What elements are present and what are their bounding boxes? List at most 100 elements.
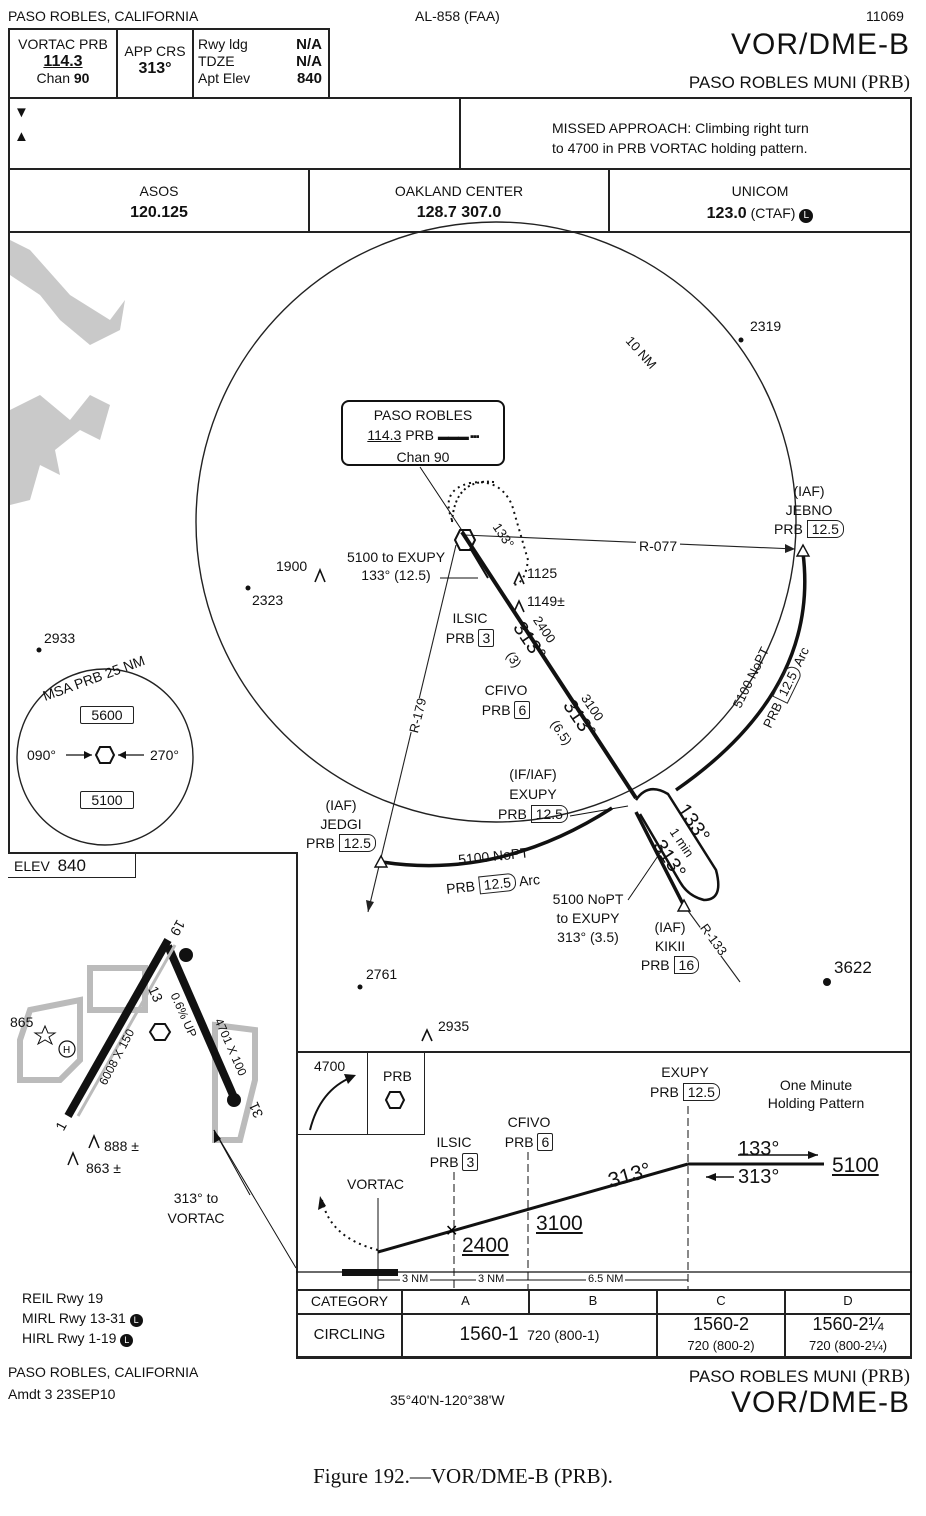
obstacle-2761: 2761	[366, 966, 398, 982]
obstacle-2323: 2323	[252, 592, 284, 608]
elev-value: 840	[57, 856, 86, 875]
procedure-title: VOR/DME-B	[730, 28, 910, 61]
profile-alt-2400: 2400	[462, 1234, 509, 1257]
comm-oakland-freq: 128.7 307.0	[416, 204, 502, 221]
footer-title: VOR/DME-B	[730, 1386, 910, 1419]
plan-to-airport-leader	[213, 1129, 297, 1269]
kikii-note-line2: to EXUPY	[556, 910, 620, 926]
airport-name-text: PASO ROBLES MUNI	[688, 73, 857, 92]
exupy-leader	[569, 805, 629, 817]
cfivo-dme: 6	[514, 701, 531, 719]
footer-airport-name: PASO ROBLES MUNI	[688, 1367, 857, 1386]
footer-amdt: Amdt 3 23SEP10	[8, 1386, 116, 1402]
minima-d-sub: 720 (800-2¼)	[808, 1338, 888, 1353]
comm-oakland: OAKLAND CENTER 128.7 307.0	[310, 180, 608, 224]
vortac-info-id: PRB	[405, 427, 435, 443]
app-crs: 313°	[138, 60, 172, 77]
exupy-name: EXUPY	[509, 786, 557, 802]
jedgi-role: (IAF)	[325, 797, 357, 813]
minima-circling-label: CIRCLING	[313, 1326, 386, 1343]
tdze: N/A	[296, 53, 322, 70]
profile-cfivo-dme: 6	[537, 1133, 554, 1151]
obstacle-1125: 1125	[527, 565, 558, 581]
airport-id: (PRB)	[861, 72, 910, 93]
lighting-mirl: MIRL Rwy 13-31	[22, 1310, 126, 1326]
comm-asos-freq: 120.125	[130, 204, 188, 221]
lighting-notes: REIL Rwy 19 MIRL Rwy 13-31 L HIRL Rwy 1-…	[22, 1288, 143, 1348]
airport-name: PASO ROBLES MUNI (PRB)	[689, 72, 910, 94]
missed-approach: MISSED APPROACH: Climbing right turn to …	[552, 118, 809, 158]
r179-arrow	[366, 900, 374, 912]
lake-shape	[10, 240, 125, 345]
minima-c-value: 1560-2	[692, 1314, 750, 1334]
elev-label-text: ELEV	[14, 858, 50, 874]
to-vortac-line1: 313° to	[173, 1190, 219, 1206]
rwy-labels: Rwy ldg TDZE Apt Elev	[198, 36, 250, 87]
obstacle-1900-icon	[314, 567, 326, 583]
exupy-role: (IF/IAF)	[509, 766, 557, 782]
profile-outbound: 133°	[738, 1138, 780, 1160]
msa-left-head	[84, 751, 92, 759]
exupy-fix: (IF/IAF) EXUPY PRB 12.5	[492, 764, 574, 824]
msa-left: 090°	[27, 747, 56, 763]
r077-radial	[463, 534, 796, 550]
ilsic-fix: ILSIC PRB 3	[440, 608, 500, 648]
kikii-prb: PRB	[640, 957, 670, 973]
jebno-prb: PRB	[774, 521, 803, 537]
l-lighting-icon: L	[129, 1314, 143, 1327]
minima-ab-sub: 720 (800-1)	[527, 1327, 600, 1343]
chart-number: 11069	[866, 8, 904, 24]
apron-shape-2	[212, 1021, 258, 1143]
rwy-ldg-label: Rwy ldg	[198, 36, 248, 52]
comm-asos-name: ASOS	[139, 183, 179, 199]
minima-ab-value: 1560-1	[459, 1324, 519, 1345]
leg1-line2: 133° (12.5)	[361, 567, 431, 583]
obstacle-863: 863 ±	[86, 1160, 121, 1176]
minima-d: 1560-2¼ 720 (800-2¼)	[786, 1314, 910, 1356]
exupy-holding	[634, 787, 720, 902]
obstacle-888: 888 ±	[104, 1138, 139, 1154]
profile-cfivo: CFIVO PRB 6	[500, 1112, 558, 1152]
kikii-fix: (IAF) KIKII PRB 16	[638, 918, 702, 975]
exupy-prb: PRB	[498, 806, 527, 822]
profile-vortac: VORTAC	[347, 1176, 405, 1192]
obstacle-2319-icon	[738, 337, 744, 343]
missed-approach-line2: to 4700 in PRB VORTAC holding pattern.	[552, 140, 808, 156]
l-lighting-icon: L	[120, 1334, 134, 1347]
msa-south: 5100	[80, 791, 134, 809]
lighting-hirl: HIRL Rwy 1-19	[22, 1330, 117, 1346]
airport-vortac-icon	[148, 1023, 172, 1041]
profile-missed-head	[318, 1196, 326, 1210]
rwy-values: N/A N/A 840	[280, 36, 322, 87]
obstacle-1125-icon	[513, 571, 525, 585]
jedgi-fix: (IAF) JEDGI PRB 12.5	[304, 796, 378, 853]
vortac-freq: 114.3	[43, 53, 83, 70]
obstacle-1149-icon	[513, 599, 525, 613]
vortac-label: VORTAC PRB	[18, 36, 108, 52]
jebno-fix: (IAF) JEBNO PRB 12.5	[772, 482, 846, 539]
climb-arrow-head	[344, 1074, 356, 1084]
one-minute-line2: Holding Pattern	[767, 1095, 865, 1111]
kikii-name: KIKII	[654, 938, 686, 954]
heliport-icon	[58, 1040, 76, 1058]
kikii-role: (IAF)	[654, 919, 686, 935]
profile-missed-arc	[321, 1199, 379, 1251]
jebno-name: JEBNO	[785, 502, 833, 518]
final-course	[460, 530, 638, 800]
obstacle-2319: 2319	[750, 318, 782, 334]
tdze-label: TDZE	[198, 53, 235, 69]
kikii-note-line1: 5100 NoPT	[552, 891, 624, 907]
missed-approach-line1: MISSED APPROACH: Climbing right turn	[552, 120, 809, 136]
profile-hold-vortac-icon	[384, 1091, 406, 1109]
morse-code-icon: ▬▬▬ ▪▪▪	[437, 431, 480, 443]
minima-cat-b: B	[588, 1293, 598, 1308]
vortac-info-box: PASO ROBLES 114.3 PRB ▬▬▬ ▪▪▪ Chan 90	[341, 400, 505, 466]
chart-location: PASO ROBLES, CALIFORNIA	[8, 8, 199, 24]
cfivo-name: CFIVO	[484, 682, 528, 698]
elev-box	[8, 852, 136, 878]
profile-ilsic: ILSIC PRB 3	[424, 1132, 484, 1172]
l-lighting-icon: L	[799, 209, 814, 223]
